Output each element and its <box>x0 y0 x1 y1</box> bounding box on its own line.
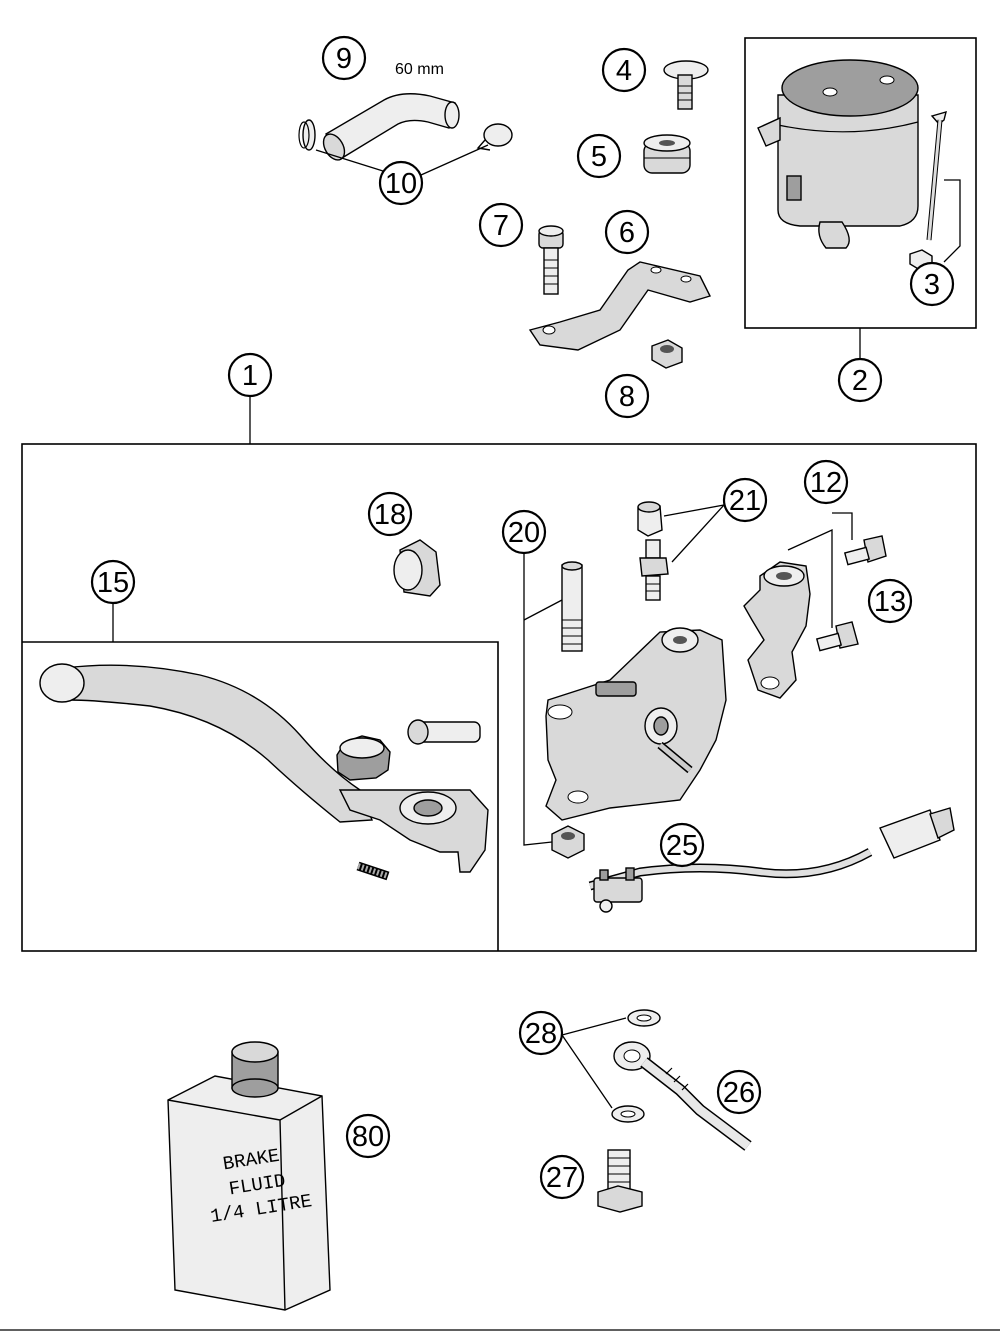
svg-text:7: 7 <box>493 210 509 242</box>
svg-text:2: 2 <box>852 365 868 397</box>
callout-7: 7 <box>478 202 524 248</box>
brake-light-switch <box>588 807 955 913</box>
svg-text:6: 6 <box>619 217 635 249</box>
svg-text:18: 18 <box>374 499 406 531</box>
pivot-nut <box>551 825 585 859</box>
callout-4: 4 <box>601 47 647 93</box>
callout-21: 21 <box>722 477 768 523</box>
callout-3: 3 <box>909 261 955 307</box>
hose-clamp-left <box>298 119 316 151</box>
svg-text:80: 80 <box>352 1121 384 1153</box>
lever-pin <box>407 719 481 745</box>
callout-15: 15 <box>90 559 136 605</box>
callout-25: 25 <box>659 822 705 868</box>
svg-text:10: 10 <box>385 168 417 200</box>
lever-pivot-assembly <box>338 789 489 873</box>
bleeder-valve <box>639 539 669 601</box>
callout-10: 10 <box>378 160 424 206</box>
master-cylinder-assembly-frame <box>21 443 977 952</box>
callout-6: 6 <box>604 209 650 255</box>
callout-26: 26 <box>716 1069 762 1115</box>
svg-text:9: 9 <box>336 43 352 75</box>
callout-28: 28 <box>518 1010 564 1056</box>
callout-9: 9 <box>321 35 367 81</box>
svg-text:20: 20 <box>508 517 540 549</box>
callout-8: 8 <box>604 373 650 419</box>
sealing-ring-upper <box>627 1009 661 1027</box>
callout-12: 12 <box>803 459 849 505</box>
bleeder-cap <box>637 501 663 537</box>
master-cylinder-body <box>545 627 727 821</box>
svg-text:5: 5 <box>591 141 607 173</box>
svg-text:21: 21 <box>729 485 761 517</box>
brake-line-banjo <box>613 1041 752 1151</box>
bracket-nut <box>651 339 683 369</box>
rubber-bushing <box>643 134 691 174</box>
svg-text:1: 1 <box>242 360 258 392</box>
callout-13: 13 <box>867 578 913 624</box>
callout-80: 80 <box>345 1113 391 1159</box>
handlebar-clamp <box>743 561 811 699</box>
dimension-label: 60 mm <box>395 61 444 78</box>
svg-text:4: 4 <box>616 55 632 87</box>
callout-2: 2 <box>837 357 883 403</box>
svg-text:13: 13 <box>874 586 906 618</box>
callout-5: 5 <box>576 133 622 179</box>
dust-cap <box>393 539 441 597</box>
svg-text:3: 3 <box>924 269 940 301</box>
brake-fluid-bottle <box>167 1041 331 1311</box>
callout-1: 1 <box>227 352 273 398</box>
callout-27: 27 <box>539 1154 585 1200</box>
svg-text:26: 26 <box>723 1077 755 1109</box>
svg-text:27: 27 <box>546 1162 578 1194</box>
svg-text:12: 12 <box>810 467 842 499</box>
bracket-screw <box>538 225 564 295</box>
reservoir-bracket <box>528 261 711 351</box>
svg-text:8: 8 <box>619 381 635 413</box>
callout-20: 20 <box>501 509 547 555</box>
svg-text:25: 25 <box>666 830 698 862</box>
hose-clamp-right <box>476 123 513 151</box>
hose-part <box>322 93 460 161</box>
lever-adjuster-knob <box>336 735 391 781</box>
svg-text:28: 28 <box>525 1018 557 1050</box>
pivot-stud <box>561 561 583 652</box>
reservoir-screw <box>926 110 947 241</box>
svg-text:15: 15 <box>97 567 129 599</box>
sealing-ring-lower <box>611 1105 645 1123</box>
brake-fluid-reservoir <box>757 59 919 249</box>
banjo-bolt <box>597 1149 643 1213</box>
brake-lever-subassembly-frame <box>22 641 499 951</box>
reservoir-cap-screw <box>663 60 709 110</box>
lever-spring <box>356 861 390 881</box>
brake-lever <box>39 663 374 823</box>
callout-18: 18 <box>367 491 413 537</box>
clamp-screw-upper <box>843 535 887 566</box>
clamp-screw-lower <box>815 621 859 652</box>
